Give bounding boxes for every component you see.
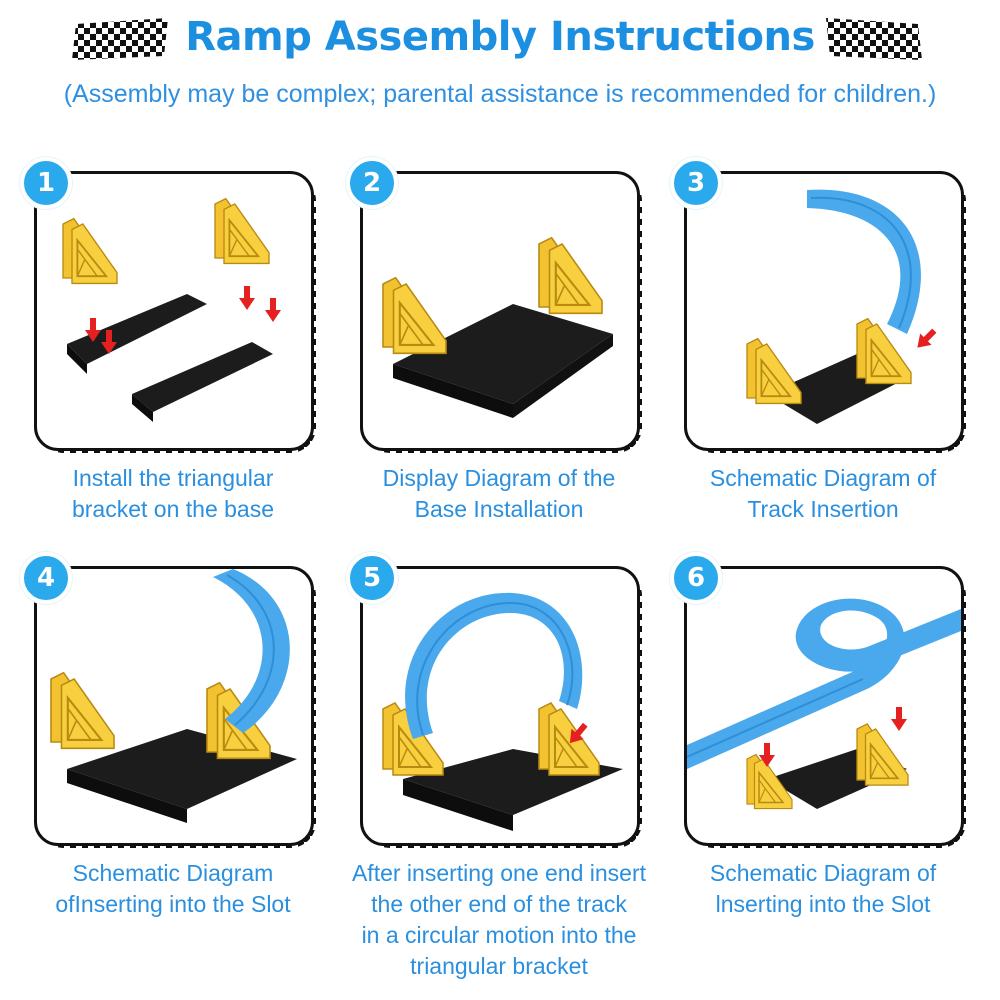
- step-4-caption: Schematic Diagram ofInserting into the S…: [28, 858, 318, 920]
- step-1-caption: Install the triangular bracket on the ba…: [28, 463, 318, 525]
- header: Ramp Assembly Instructions (Assembly may…: [0, 0, 1000, 130]
- step-number-badge: 1: [20, 157, 72, 209]
- step-illustration: [34, 566, 314, 846]
- page-subtitle: (Assembly may be complex; parental assis…: [0, 80, 1000, 109]
- step-1: 1: [28, 165, 318, 455]
- step-2: 2: [354, 165, 644, 455]
- step-number-badge: 6: [670, 552, 722, 604]
- checkered-flag-icon: [822, 16, 922, 62]
- step-number-badge: 4: [20, 552, 72, 604]
- step-4: 4: [28, 560, 318, 850]
- step-illustration: [684, 171, 964, 451]
- step-5-caption: After inserting one end insert the other…: [334, 858, 664, 982]
- step-number-badge: 2: [346, 157, 398, 209]
- step-illustration: [360, 171, 640, 451]
- step-illustration: [684, 566, 964, 846]
- step-3: 3: [678, 165, 968, 455]
- step-3-caption: Schematic Diagram of Track Insertion: [678, 463, 968, 525]
- step-illustration: [34, 171, 314, 451]
- step-6-caption: Schematic Diagram of lnserting into the …: [678, 858, 968, 920]
- step-illustration: [360, 566, 640, 846]
- step-number-badge: 3: [670, 157, 722, 209]
- step-number-badge: 5: [346, 552, 398, 604]
- step-5: 5: [354, 560, 644, 850]
- step-6: 6: [678, 560, 968, 850]
- step-2-caption: Display Diagram of the Base Installation: [354, 463, 644, 525]
